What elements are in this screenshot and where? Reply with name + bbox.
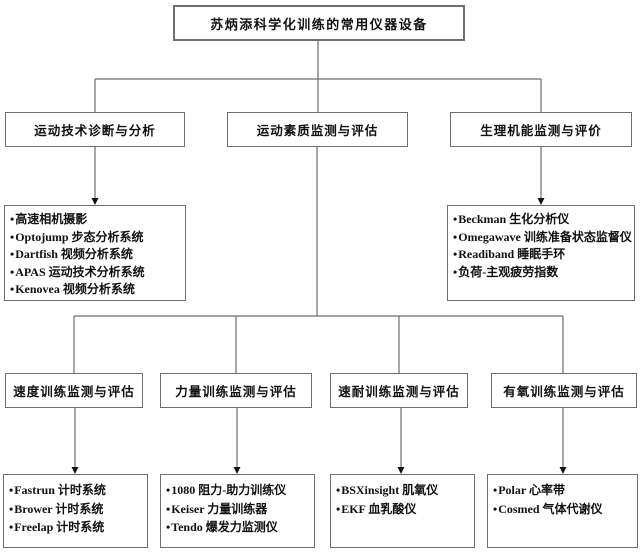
listbox-aerobic-equipment: Polar 心率带 Cosmed 气体代谢仪	[487, 474, 638, 548]
node-physiology-monitoring: 生理机能监测与评价	[450, 112, 632, 147]
arrowhead	[559, 467, 567, 474]
listbox-technique-equipment: 高速相机摄影 Optojump 步态分析系统 Dartfish 视频分析系统 A…	[4, 205, 186, 301]
equipment-list: Beckman 生化分析仪 Omegawave 训练准备状态监督仪 Readib…	[453, 211, 632, 281]
root-node: 苏炳添科学化训练的常用仪器设备	[173, 5, 465, 41]
arrowhead	[537, 198, 545, 205]
node-technique-diagnosis: 运动技术诊断与分析	[5, 112, 185, 147]
node-speed-training: 速度训练监测与评估	[5, 373, 143, 408]
list-item: Readiband 睡眠手环	[453, 246, 632, 264]
listbox-speed-endurance-equipment: BSXinsight 肌氧仪 EKF 血乳酸仪	[330, 474, 475, 548]
node-fitness-monitoring: 运动素质监测与评估	[227, 112, 408, 147]
listbox-speed-equipment: Fastrun 计时系统 Brower 计时系统 Freelap 计时系统	[3, 474, 148, 548]
list-item: Cosmed 气体代谢仪	[493, 500, 635, 519]
list-item: Optojump 步态分析系统	[10, 229, 183, 247]
list-item: Freelap 计时系统	[9, 518, 145, 537]
list-item: 1080 阻力-助力训练仪	[166, 481, 312, 500]
list-item: 负荷-主观疲劳指数	[453, 264, 632, 282]
node-strength-training: 力量训练监测与评估	[160, 373, 312, 408]
listbox-strength-equipment: 1080 阻力-助力训练仪 Keiser 力量训练器 Tendo 爆发力监测仪	[160, 474, 315, 548]
equipment-list: BSXinsight 肌氧仪 EKF 血乳酸仪	[336, 481, 472, 518]
arrowhead	[233, 467, 241, 474]
list-item: Dartfish 视频分析系统	[10, 246, 183, 264]
list-item: APAS 运动技术分析系统	[10, 264, 183, 282]
list-item: Omegawave 训练准备状态监督仪	[453, 229, 632, 247]
list-item: EKF 血乳酸仪	[336, 500, 472, 519]
list-item: Polar 心率带	[493, 481, 635, 500]
list-item: Keiser 力量训练器	[166, 500, 312, 519]
list-item: Fastrun 计时系统	[9, 481, 145, 500]
list-item: Tendo 爆发力监测仪	[166, 518, 312, 537]
node-aerobic-training: 有氧训练监测与评估	[491, 373, 637, 408]
node-speed-endurance-training: 速耐训练监测与评估	[330, 373, 468, 408]
arrowhead	[91, 198, 99, 205]
equipment-list: Fastrun 计时系统 Brower 计时系统 Freelap 计时系统	[9, 481, 145, 537]
list-item: Brower 计时系统	[9, 500, 145, 519]
equipment-list: Polar 心率带 Cosmed 气体代谢仪	[493, 481, 635, 518]
listbox-physiology-equipment: Beckman 生化分析仪 Omegawave 训练准备状态监督仪 Readib…	[447, 205, 635, 301]
list-item: 高速相机摄影	[10, 211, 183, 229]
list-item: Beckman 生化分析仪	[453, 211, 632, 229]
equipment-list: 1080 阻力-助力训练仪 Keiser 力量训练器 Tendo 爆发力监测仪	[166, 481, 312, 537]
equipment-list: 高速相机摄影 Optojump 步态分析系统 Dartfish 视频分析系统 A…	[10, 211, 183, 299]
arrowhead	[71, 467, 79, 474]
list-item: BSXinsight 肌氧仪	[336, 481, 472, 500]
list-item: Kenovea 视频分析系统	[10, 281, 183, 299]
arrowhead	[397, 467, 405, 474]
